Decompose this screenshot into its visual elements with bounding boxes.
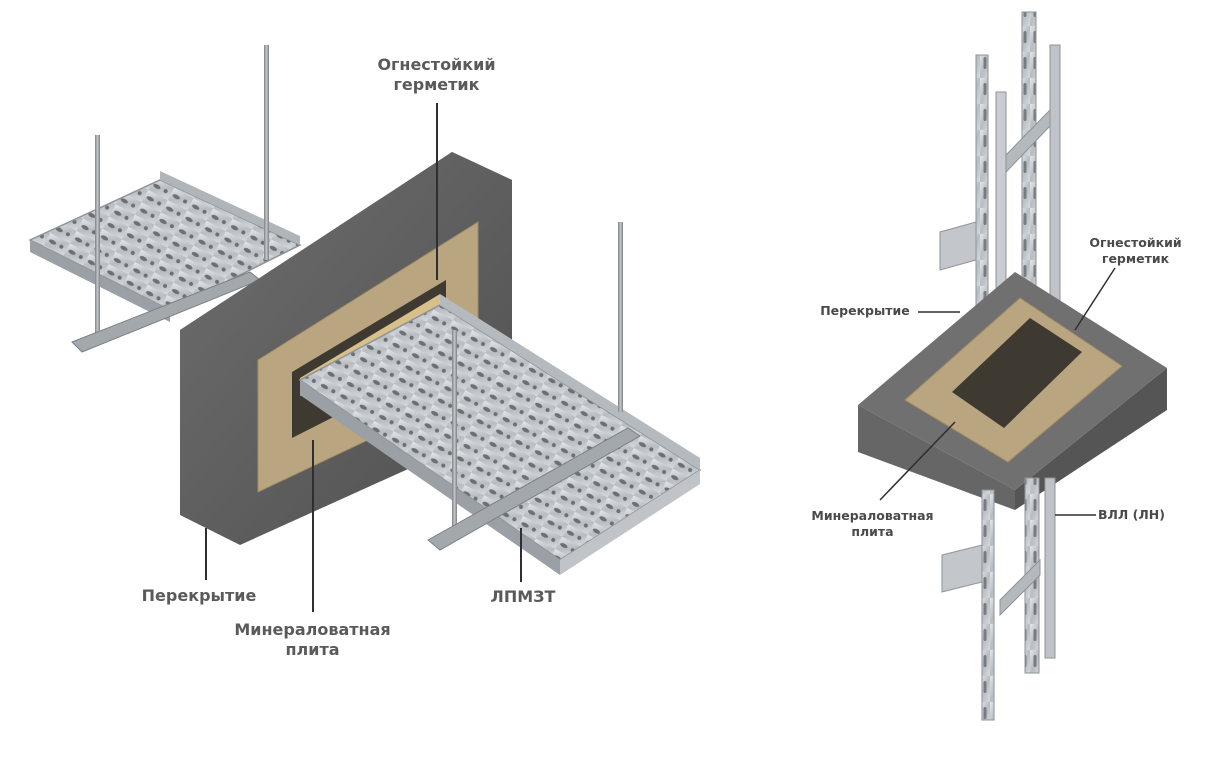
left-label-sealant-line1: Огнестойкий [377,55,496,74]
left-wall-penetration [28,45,702,612]
left-label-mineral-wool-line1: Минераловатная [234,620,391,639]
left-label-sealant-line2: герметик [393,75,480,94]
right-ladder-lower [941,477,1056,721]
left-label-slab: Перекрытие [141,586,257,605]
right-label-sealant-line2: герметик [1101,250,1170,266]
right-label-mineral-wool-line1: Минераловатная [811,508,934,523]
right-label-slab: Перекрытие [820,303,910,318]
left-front-strut [427,427,641,551]
right-label-mineral-wool: Минераловатная плита [800,508,945,539]
left-rod-back-2 [95,135,100,335]
left-rod-back-1 [264,45,269,260]
right-label-sealant-line1: Огнестойкий [1089,235,1182,250]
right-label-mineral-wool-line2: плита [851,523,894,539]
right-slab-right-face [1015,368,1167,510]
left-rod-front-2 [618,222,623,412]
right-floor-penetration [858,11,1167,721]
left-rod-front-1 [452,330,457,530]
right-opening [952,318,1082,428]
right-label-ladder: ВЛЛ (ЛН) [1098,507,1165,522]
right-slab-left-face [858,405,1015,510]
left-label-mineral-wool: Минераловатная плита [220,620,405,660]
left-front-tray [298,294,702,575]
left-label-tray: ЛПМЗТ [490,587,556,606]
right-label-sealant: Огнестойкий герметик [1078,235,1193,266]
left-label-mineral-wool-line2: плита [285,640,340,659]
left-label-sealant: Огнестойкий герметик [364,55,509,95]
